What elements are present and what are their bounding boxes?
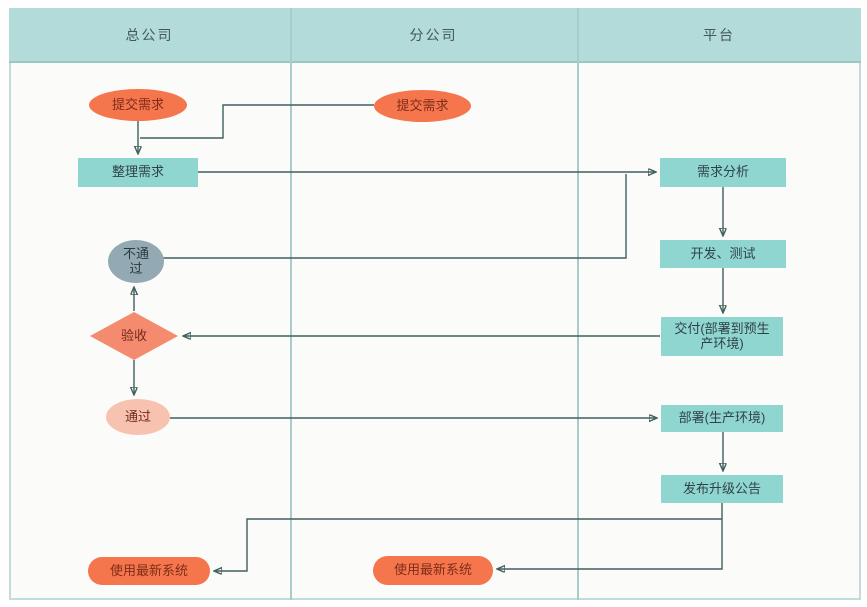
node-submit-request-branch: 提交需求 [374,90,471,122]
node-develop-test: 开发、测试 [660,240,786,268]
node-use-latest-system-branch: 使用最新系统 [373,556,493,585]
node-organize-requirements: 整理需求 [78,158,198,187]
node-not-passed: 不通过 [108,240,164,283]
lane-header-platform: 平台 [703,26,735,43]
lane-header-branch: 分公司 [409,26,458,43]
node-submit-request-hq: 提交需求 [89,89,187,121]
swimlane-header-row: 总公司 分公司 平台 [9,8,861,63]
lane-header-headquarters: 总公司 [125,26,174,43]
node-use-latest-system-hq: 使用最新系统 [88,557,210,585]
node-deploy-production: 部署(生产环境) [661,405,783,432]
node-deliver-pre-production: 交付(部署到预生产环境) [661,317,783,356]
node-requirement-analysis: 需求分析 [660,158,786,187]
node-publish-upgrade-notice: 发布升级公告 [661,475,783,503]
node-not-passed-label: 不通过 [122,245,149,276]
node-passed: 通过 [106,399,170,435]
lane-divider-1 [290,8,292,600]
lane-divider-2 [577,8,579,600]
